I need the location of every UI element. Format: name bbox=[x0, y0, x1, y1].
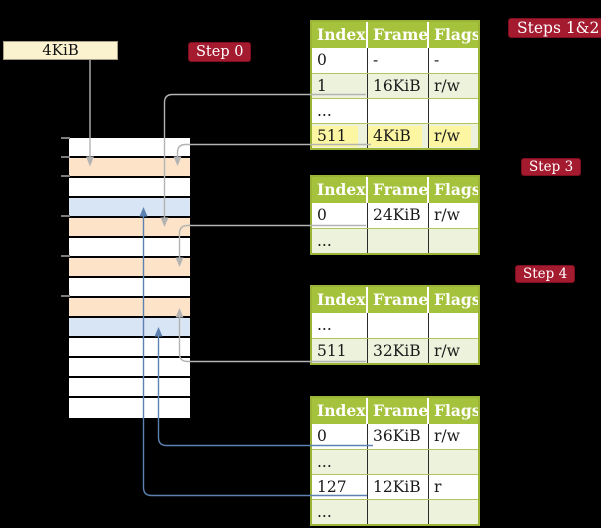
cell-frame bbox=[368, 450, 429, 474]
cell-index: ... bbox=[312, 229, 368, 253]
memory-frame-row bbox=[69, 258, 190, 278]
badge-step-4: Step 4 bbox=[515, 265, 576, 283]
cell-frame bbox=[368, 313, 429, 338]
table-header-row: Index Frame Flags bbox=[312, 287, 478, 313]
memory-frame-row bbox=[69, 318, 190, 338]
memory-frame-row bbox=[69, 238, 190, 258]
cell-index: 1 bbox=[312, 74, 368, 98]
table-row: ... bbox=[312, 98, 478, 123]
table-row: ... bbox=[312, 499, 478, 524]
table-row: ... bbox=[312, 313, 478, 338]
col-header-frame: Frame bbox=[368, 177, 429, 203]
cell-flags bbox=[429, 450, 478, 474]
table-row: ... bbox=[312, 228, 478, 253]
cell-flags bbox=[429, 99, 478, 123]
table-row: 0 36KiB r/w bbox=[312, 424, 478, 449]
memory-tick bbox=[61, 175, 70, 177]
cell-index: 127 bbox=[312, 475, 368, 499]
table-row: ... bbox=[312, 449, 478, 474]
memory-tick bbox=[61, 215, 70, 217]
page-table-level-final: Index Frame Flags 0 36KiB r/w ... 127 12… bbox=[310, 396, 480, 526]
cell-flags bbox=[429, 313, 478, 338]
page-table-level-top: Index Frame Flags 0 - - 1 16KiB r/w ... … bbox=[310, 20, 480, 150]
cell-frame bbox=[368, 500, 429, 524]
cell-index: ... bbox=[312, 99, 368, 123]
page-size-box: 4KiB bbox=[3, 41, 118, 60]
memory-tick bbox=[61, 295, 70, 297]
cell-index: 511 bbox=[312, 339, 368, 363]
cell-index: 0 bbox=[312, 424, 368, 449]
memory-frame-row bbox=[69, 138, 190, 158]
col-header-flags: Flags bbox=[434, 180, 478, 199]
table-row: 0 24KiB r/w bbox=[312, 203, 478, 228]
cell-frame bbox=[368, 99, 429, 123]
col-header-frame: Frame bbox=[368, 287, 429, 313]
cell-frame: 24KiB bbox=[368, 203, 429, 228]
highlight: r/w bbox=[429, 126, 471, 147]
memory-frame-row bbox=[69, 158, 190, 178]
cell-index: ... bbox=[312, 450, 368, 474]
page-table-level-3: Index Frame Flags ... 511 32KiB r/w bbox=[310, 285, 480, 365]
memory-tick bbox=[61, 255, 70, 257]
col-header-flags: Flags bbox=[434, 401, 478, 420]
memory-frame-row bbox=[69, 358, 190, 378]
cell-flags: - bbox=[434, 51, 440, 69]
memory-frame-row bbox=[69, 398, 190, 418]
cell-flags: r/w bbox=[434, 206, 460, 224]
table-header-row: Index Frame Flags bbox=[312, 22, 478, 48]
cell-index: 0 bbox=[312, 48, 368, 73]
badge-step-0: Step 0 bbox=[188, 42, 252, 62]
col-header-flags: Flags bbox=[434, 25, 478, 44]
cell-flags: r/w bbox=[429, 124, 478, 148]
cell-frame: - bbox=[368, 48, 429, 73]
cell-flags: r bbox=[434, 478, 442, 496]
cell-frame: 32KiB bbox=[368, 339, 429, 363]
memory-frame-row bbox=[69, 378, 190, 398]
cell-flags: r/w bbox=[434, 77, 460, 95]
cell-flags: r/w bbox=[434, 427, 460, 445]
col-header-index: Index bbox=[312, 22, 368, 48]
cell-flags bbox=[429, 229, 478, 253]
memory-frame-row bbox=[69, 298, 190, 318]
highlight: 511 bbox=[312, 126, 358, 147]
cell-frame bbox=[368, 229, 429, 253]
cell-index: ... bbox=[312, 313, 368, 338]
cell-flags bbox=[429, 500, 478, 524]
cell-frame: 12KiB bbox=[368, 475, 429, 499]
memory-frame-row bbox=[69, 338, 190, 358]
col-header-frame: Frame bbox=[368, 398, 429, 424]
memory-frame-row bbox=[69, 198, 190, 218]
table-row-highlighted: 511 4KiB r/w bbox=[312, 123, 478, 148]
cell-frame: 36KiB bbox=[368, 424, 429, 449]
memory-frame-row bbox=[69, 218, 190, 238]
table-row: 0 - - bbox=[312, 48, 478, 73]
table-row: 127 12KiB r bbox=[312, 474, 478, 499]
page-size-label: 4KiB bbox=[42, 41, 79, 59]
page-table-level-2: Index Frame Flags 0 24KiB r/w ... bbox=[310, 175, 480, 255]
table-row: 1 16KiB r/w bbox=[312, 73, 478, 98]
col-header-index: Index bbox=[312, 287, 368, 313]
memory-tick bbox=[61, 156, 70, 158]
table-header-row: Index Frame Flags bbox=[312, 398, 478, 424]
memory-frame-row bbox=[69, 278, 190, 298]
physical-memory-column bbox=[69, 138, 190, 418]
memory-tick bbox=[61, 137, 70, 139]
badge-step-3: Step 3 bbox=[521, 158, 582, 176]
table-header-row: Index Frame Flags bbox=[312, 177, 478, 203]
cell-index: 0 bbox=[312, 203, 368, 228]
cell-frame: 16KiB bbox=[368, 74, 429, 98]
col-header-flags: Flags bbox=[434, 290, 478, 309]
col-header-index: Index bbox=[312, 177, 368, 203]
memory-frame-row bbox=[69, 178, 190, 198]
table-row: 511 32KiB r/w bbox=[312, 338, 478, 363]
col-header-frame: Frame bbox=[368, 22, 429, 48]
col-header-index: Index bbox=[312, 398, 368, 424]
cell-flags: r/w bbox=[434, 342, 460, 360]
cell-index: 511 bbox=[312, 124, 368, 148]
highlight: 4KiB bbox=[368, 126, 422, 147]
cell-index: ... bbox=[312, 500, 368, 524]
badge-steps-1-2: Steps 1&2 bbox=[508, 18, 601, 38]
cell-frame: 4KiB bbox=[368, 124, 429, 148]
